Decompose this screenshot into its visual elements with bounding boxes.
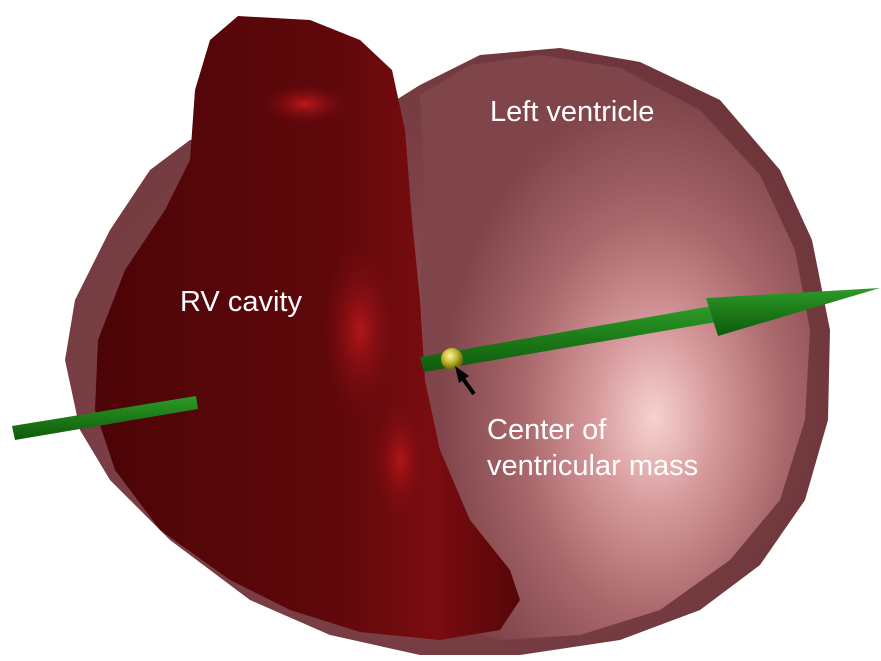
left-ventricle-label: Left ventricle [490,94,654,130]
rv-highlight-top [263,84,347,124]
center-of-mass-label-line1: Center of [487,412,698,448]
rv-highlight-middle [322,245,398,415]
rv-cavity-label: RV cavity [180,284,302,320]
center-of-mass-sphere-icon [441,348,463,370]
center-of-mass-label: Center of ventricular mass [487,412,698,484]
rv-highlight-lower [372,400,428,520]
center-of-mass-label-line2: ventricular mass [487,448,698,484]
